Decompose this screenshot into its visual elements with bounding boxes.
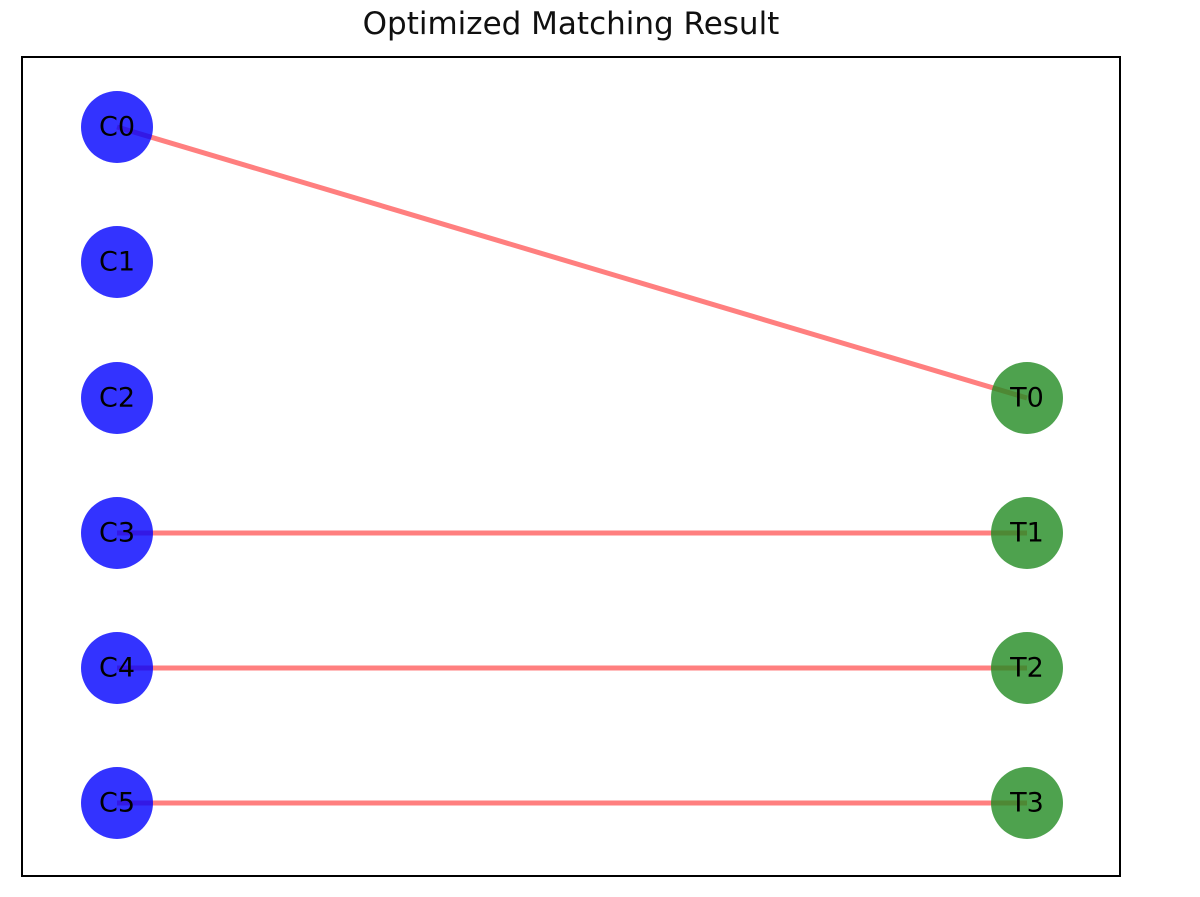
node-T3	[991, 767, 1063, 839]
node-C3	[81, 497, 153, 569]
node-C1	[81, 226, 153, 298]
node-label-T1: T1	[1009, 518, 1044, 549]
node-label-C3: C3	[99, 518, 135, 549]
node-label-C5: C5	[99, 788, 135, 819]
node-T2	[991, 632, 1063, 704]
node-label-T2: T2	[1009, 653, 1044, 684]
node-C4	[81, 632, 153, 704]
node-T0	[991, 362, 1063, 434]
node-C5	[81, 767, 153, 839]
node-label-C1: C1	[99, 247, 135, 278]
node-label-T0: T0	[1009, 383, 1044, 414]
chart-title: Optimized Matching Result	[362, 6, 780, 42]
node-C0	[81, 91, 153, 163]
node-label-T3: T3	[1009, 788, 1044, 819]
node-label-C4: C4	[99, 653, 135, 684]
node-label-C2: C2	[99, 383, 135, 414]
node-label-C0: C0	[99, 112, 135, 143]
edges-layer	[116, 124, 1028, 806]
node-T1	[991, 497, 1063, 569]
axes-frame	[21, 56, 1121, 877]
node-C2	[81, 362, 153, 434]
nodes-layer	[81, 91, 1063, 839]
edge-C0-T0	[116, 124, 1028, 401]
